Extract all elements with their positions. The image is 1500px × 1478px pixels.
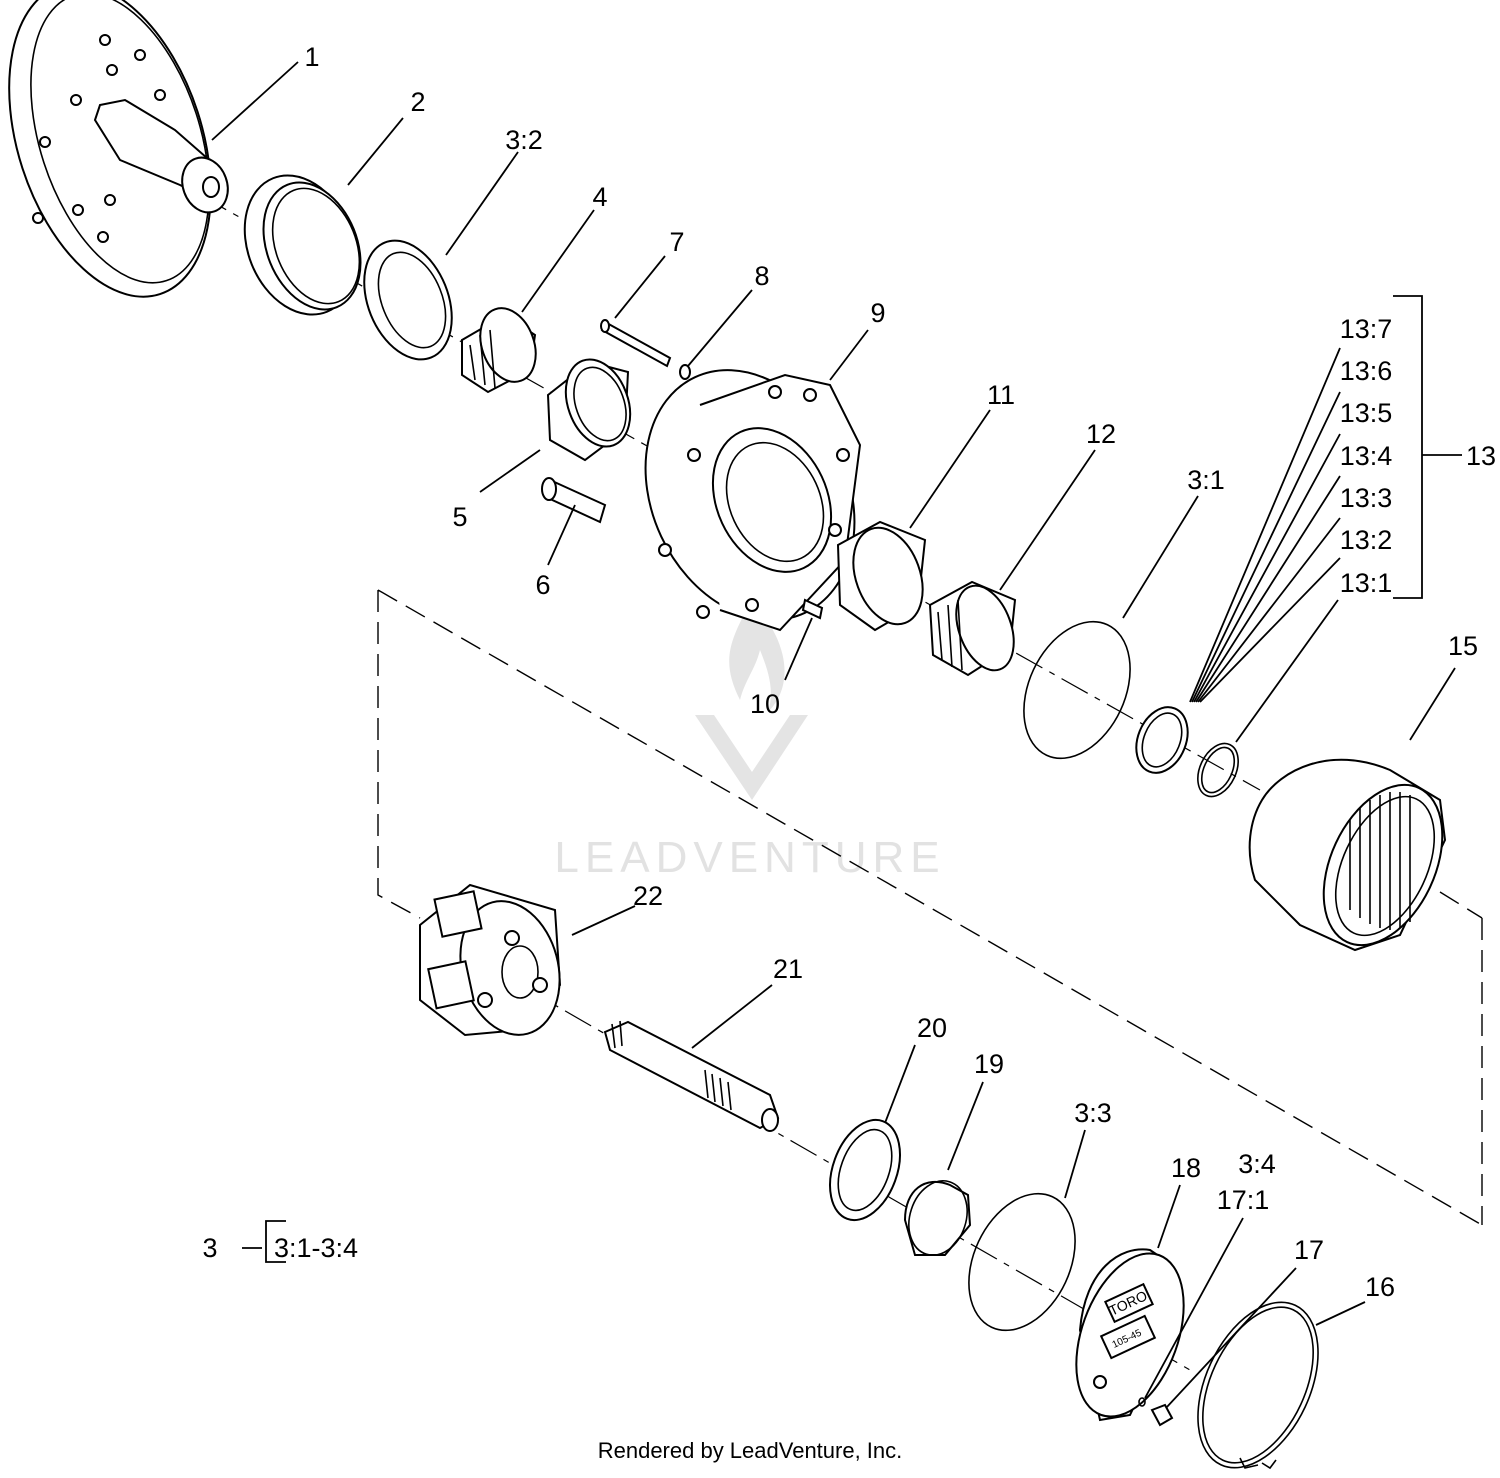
part-2-seal	[243, 174, 362, 316]
callout-8: 8	[754, 261, 769, 291]
part-16-retaining-ring	[1197, 1301, 1319, 1470]
part-3-1-o-ring	[1023, 620, 1131, 760]
part-9-hub	[644, 369, 862, 632]
part-13-1-retaining-ring	[1197, 742, 1239, 798]
callout-12: 12	[1086, 419, 1116, 449]
part-7-bolt	[600, 319, 672, 368]
callout-13-3: 13:3	[1340, 483, 1393, 513]
part-3-2-seal-ring	[363, 239, 453, 361]
part-6-wheel-stud	[541, 477, 607, 524]
callout-18: 18	[1171, 1153, 1201, 1183]
part-13-thrust-washers	[1135, 706, 1189, 774]
callout-2: 2	[410, 87, 425, 117]
callout-13-5: 13:5	[1340, 398, 1393, 428]
part-4-bearing-cone	[461, 307, 537, 394]
leadventure-watermark: LEADVENTURE	[554, 600, 945, 882]
callout-10: 10	[750, 689, 780, 719]
part-21-input-shaft	[603, 1020, 780, 1132]
callout-13: 13	[1466, 441, 1496, 471]
callout-13-7: 13:7	[1340, 314, 1393, 344]
assembly-boundary	[377, 589, 1483, 1226]
part-20-seal	[829, 1118, 901, 1222]
part-11-bearing-cup	[836, 520, 927, 632]
callout-3-3: 3:3	[1074, 1098, 1112, 1128]
callout-22: 22	[633, 881, 663, 911]
callout-3-2: 3:2	[505, 125, 543, 155]
part-8-washer	[679, 364, 691, 380]
callout-17: 17	[1294, 1235, 1324, 1265]
callout-6: 6	[535, 570, 550, 600]
part-19-washer	[903, 1180, 972, 1256]
callout-3: 3	[202, 1233, 217, 1263]
callout-1: 1	[304, 42, 319, 72]
watermark-text: LEADVENTURE	[554, 833, 945, 882]
part-5-bearing-cup	[546, 358, 632, 462]
callout-21: 21	[773, 954, 803, 984]
part-1-spindle-flange	[8, 0, 229, 298]
footer-credit: Rendered by LeadVenture, Inc.	[597, 1438, 903, 1463]
callout-3-range: 3:1-3:4	[274, 1233, 358, 1263]
callout-11: 11	[987, 380, 1015, 410]
callout-labels: 1 2 3:2 4 7 8 9 11 12 3:1 5 6 10 15 22 2…	[202, 42, 1496, 1302]
callout-13-2: 13:2	[1340, 525, 1393, 555]
callout-9: 9	[870, 298, 885, 328]
leader-lines	[211, 61, 1462, 1409]
callout-15: 15	[1448, 631, 1478, 661]
callout-3-1: 3:1	[1187, 465, 1225, 495]
part-17-1-o-ring	[1138, 1397, 1146, 1407]
callout-19: 19	[974, 1049, 1004, 1079]
part-3-3-o-ring	[968, 1192, 1076, 1332]
part-17-plug	[1150, 1403, 1174, 1427]
callout-3-4: 3:4	[1238, 1149, 1276, 1179]
callout-17-1: 17:1	[1217, 1185, 1270, 1215]
part-15-ring-gear	[1248, 758, 1447, 952]
callout-4: 4	[592, 182, 607, 212]
part-18-cover: TORO 105-45	[1075, 1248, 1185, 1422]
callout-13-6: 13:6	[1340, 356, 1393, 386]
callout-13-1: 13:1	[1340, 568, 1393, 598]
callout-7: 7	[669, 227, 684, 257]
part-12-bearing-cone	[928, 580, 1017, 677]
callout-20: 20	[917, 1013, 947, 1043]
callout-16: 16	[1365, 1272, 1395, 1302]
callout-5: 5	[452, 502, 467, 532]
callout-13-4: 13:4	[1340, 441, 1393, 471]
part-22-carrier	[419, 883, 562, 1037]
centerline-upper	[199, 194, 1261, 791]
